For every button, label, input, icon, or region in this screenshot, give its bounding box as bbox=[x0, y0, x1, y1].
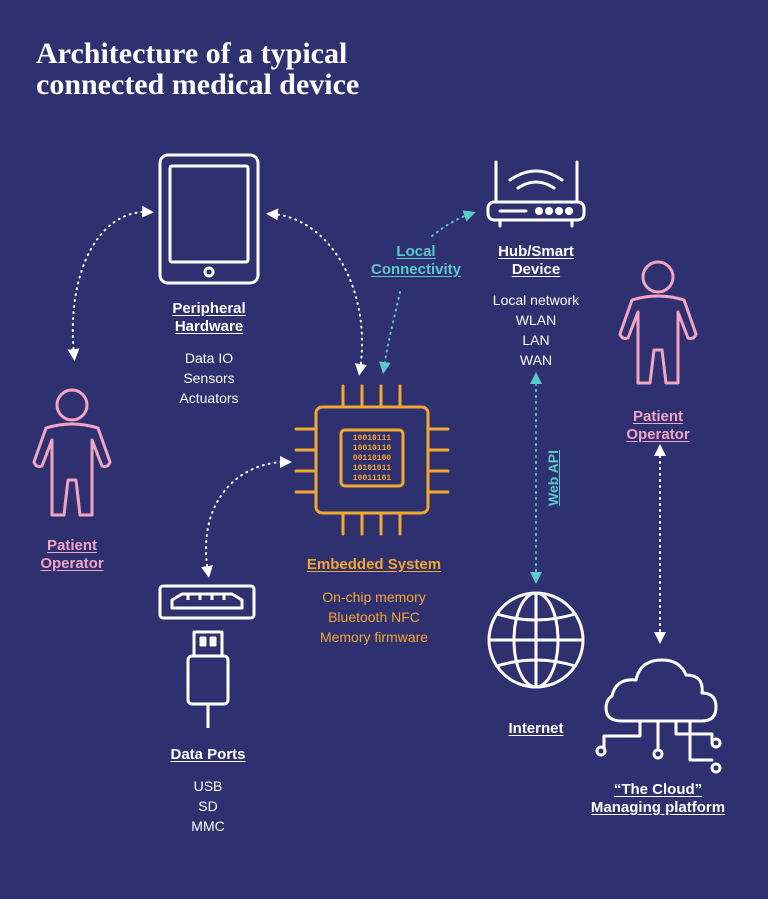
cloud-icon bbox=[595, 658, 722, 774]
local-connectivity-line-2: Connectivity bbox=[370, 261, 461, 278]
router-icon bbox=[486, 160, 586, 228]
patient-operator-left-label: Patient Operator bbox=[22, 537, 122, 573]
usb-icon bbox=[158, 584, 256, 728]
web-api-label: Web API bbox=[545, 450, 561, 507]
hub-label: Hub/Smart Device bbox=[476, 243, 596, 279]
connector-local-chip bbox=[378, 291, 401, 374]
peripheral-label: Peripheral Hardware bbox=[139, 300, 279, 336]
peripheral-label-line-1: Peripheral bbox=[172, 300, 246, 317]
binary-line: 10011101 bbox=[352, 474, 392, 483]
hub-label-line-1: Hub/Smart bbox=[498, 243, 574, 260]
binary-line: 10010110 bbox=[352, 444, 392, 453]
binary-line: 10101011 bbox=[352, 464, 392, 473]
list-item: USB bbox=[193, 778, 223, 794]
cloud-label-line-2: Managing platform bbox=[590, 799, 726, 816]
embedded-system-label: Embedded System bbox=[292, 556, 456, 574]
data-ports-list: USB SD MMC bbox=[148, 776, 268, 836]
connector-chip-router bbox=[431, 210, 476, 237]
peripheral-list: Data IO Sensors Actuators bbox=[139, 348, 279, 408]
cloud-label-line-1: “The Cloud” bbox=[613, 781, 703, 798]
embedded-label-text: Embedded System bbox=[306, 556, 442, 573]
data-ports-label-text: Data Ports bbox=[170, 746, 246, 763]
binary-line: 10010111 bbox=[352, 434, 392, 443]
patient-left-line-2: Operator bbox=[40, 555, 104, 572]
hub-list: Local network WLAN LAN WAN bbox=[466, 290, 606, 370]
embedded-list: On-chip memory Bluetooth NFC Memory firm… bbox=[292, 587, 456, 647]
list-item: LAN bbox=[522, 332, 550, 348]
patient-right-line-1: Patient bbox=[632, 408, 683, 425]
connector-patient-tablet bbox=[67, 205, 154, 361]
chip-icon bbox=[294, 384, 450, 536]
patient-left-line-1: Patient bbox=[46, 537, 97, 554]
cloud-label: “The Cloud” Managing platform bbox=[578, 781, 738, 817]
list-item: Sensors bbox=[183, 370, 235, 386]
list-item: Actuators bbox=[179, 390, 239, 406]
list-item: WLAN bbox=[515, 312, 557, 328]
peripheral-label-line-2: Hardware bbox=[174, 318, 244, 335]
binary-line: 00110100 bbox=[352, 454, 392, 463]
list-item: Bluetooth NFC bbox=[328, 609, 420, 625]
page-title: Architecture of a typical connected medi… bbox=[36, 38, 456, 100]
list-item: Local network bbox=[492, 292, 580, 308]
list-item: Memory firmware bbox=[319, 629, 429, 645]
list-item: On-chip memory bbox=[322, 589, 426, 605]
internet-label: Internet bbox=[486, 720, 586, 738]
person-icon-right bbox=[618, 260, 698, 385]
patient-operator-right-label: Patient Operator bbox=[608, 408, 708, 444]
person-icon-left bbox=[32, 388, 112, 517]
chip-binary: 10010111 10010110 00110100 10101011 1001… bbox=[343, 434, 401, 484]
hub-label-line-2: Device bbox=[511, 261, 561, 278]
connector-tablet-chip bbox=[266, 208, 367, 376]
connectors bbox=[67, 205, 666, 644]
list-item: SD bbox=[198, 798, 218, 814]
title-line-2: connected medical device bbox=[36, 68, 360, 101]
globe-icon bbox=[487, 591, 585, 689]
list-item: Data IO bbox=[184, 350, 234, 366]
data-ports-label: Data Ports bbox=[148, 746, 268, 764]
local-connectivity-line-1: Local bbox=[396, 243, 436, 260]
title-line-1: Architecture of a typical bbox=[36, 37, 348, 70]
patient-right-line-2: Operator bbox=[626, 426, 690, 443]
list-item: WAN bbox=[519, 352, 553, 368]
connector-usb-chip bbox=[201, 456, 292, 578]
tablet-icon bbox=[158, 153, 260, 285]
internet-label-text: Internet bbox=[508, 720, 564, 737]
list-item: MMC bbox=[191, 818, 225, 834]
local-connectivity-label: Local Connectivity bbox=[356, 243, 476, 279]
